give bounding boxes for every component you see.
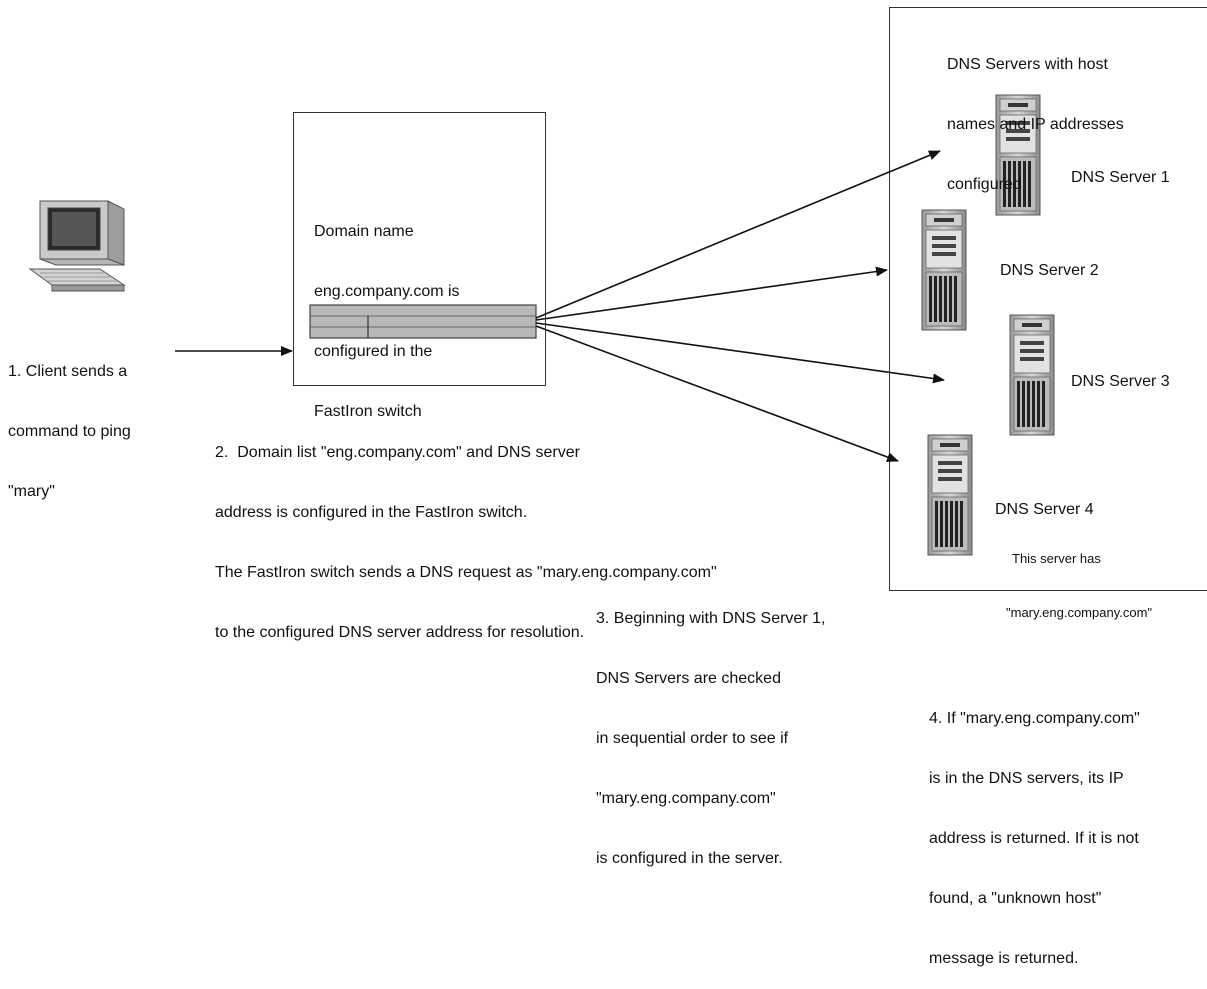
switch-box-label: Domain name eng.company.com is configure… (314, 182, 460, 442)
switch-label-line: configured in the (314, 343, 433, 360)
step-4-line: address is returned. If it is not (929, 830, 1139, 847)
step-2-line: address is configured in the FastIron sw… (215, 504, 528, 521)
step-4-line: is in the DNS servers, its IP (929, 770, 1124, 787)
dns-server-4-icon (927, 434, 973, 556)
dns-server-4-note: This server has "mary.eng.company.com" (1006, 514, 1152, 640)
desktop-computer-icon (28, 200, 126, 292)
step-4-text: 4. If "mary.eng.company.com" is in the D… (929, 669, 1140, 989)
switch-label-line: FastIron switch (314, 403, 422, 420)
dns-server-4-note-line: "mary.eng.company.com" (1006, 605, 1153, 620)
step-2-line: to the configured DNS server address for… (215, 624, 585, 641)
dns-group-title-line: DNS Servers with host (947, 56, 1108, 73)
step-4-line: 4. If "mary.eng.company.com" (929, 710, 1140, 727)
diagram-graphics (28, 94, 1055, 556)
step-2-text: 2. Domain list "eng.company.com" and DNS… (215, 403, 717, 663)
dns-server-3-icon (1009, 314, 1055, 436)
step-3-line: "mary.eng.company.com" (596, 790, 776, 807)
dns-server-1-label: DNS Server 1 (1071, 169, 1170, 186)
switch-label-line: Domain name (314, 223, 414, 240)
dns-server-3-label: DNS Server 3 (1071, 373, 1170, 390)
client-caption-line: command to ping (8, 423, 131, 440)
dns-group-title-line: names and IP addresses (947, 116, 1124, 133)
switch-icon (309, 304, 537, 339)
step-3-line: 3. Beginning with DNS Server 1, (596, 610, 826, 627)
step-3-line: DNS Servers are checked (596, 670, 781, 687)
dns-server-2-label: DNS Server 2 (1000, 262, 1099, 279)
dns-group-title: DNS Servers with host names and IP addre… (947, 15, 1124, 215)
fastiron-switch-box (293, 112, 546, 386)
step-2-line: 2. Domain list "eng.company.com" and DNS… (215, 444, 580, 461)
dns-group-title-line: configured (947, 176, 1022, 193)
client-caption-line: 1. Client sends a (8, 363, 128, 380)
dns-server-4-label: DNS Server 4 (995, 501, 1094, 518)
step-2-line: The FastIron switch sends a DNS request … (215, 564, 717, 581)
dns-server-4-note-line: This server has (1012, 551, 1101, 566)
dns-server-2-icon (921, 209, 967, 331)
client-caption-line: "mary" (8, 483, 55, 500)
step-3-text: 3. Beginning with DNS Server 1, DNS Serv… (596, 569, 825, 889)
switch-label-line: eng.company.com is (314, 283, 460, 300)
step-3-line: in sequential order to see if (596, 730, 789, 747)
step-4-line: found, a "unknown host" (929, 890, 1102, 907)
step-3-line: is configured in the server. (596, 850, 783, 867)
client-caption: 1. Client sends a command to ping "mary" (8, 322, 131, 522)
step-4-line: message is returned. (929, 950, 1079, 967)
